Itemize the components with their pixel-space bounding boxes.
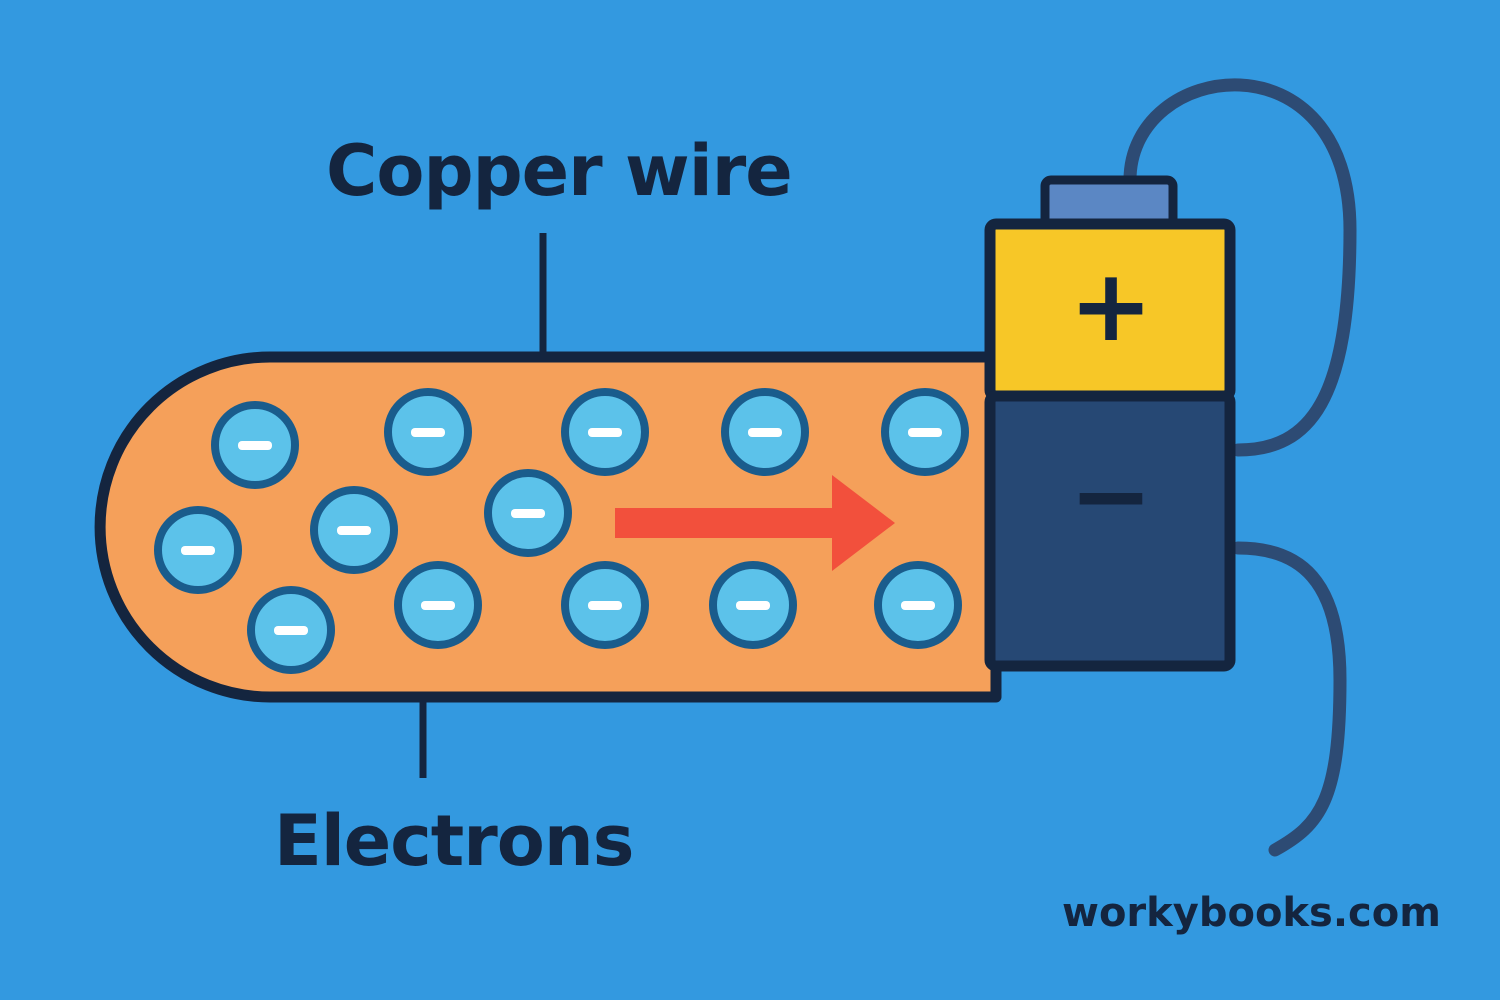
electron [310,486,398,574]
copper-wire-label: Copper wire [326,130,793,212]
electron [561,561,649,649]
electron-minus-sign [238,441,272,450]
electron [394,561,482,649]
battery-bottom-cable [1231,541,1347,857]
electron [154,506,242,594]
battery-top-cable [1123,78,1357,457]
electron-minus-sign [274,626,308,635]
electron-minus-sign [511,509,545,518]
electron-minus-sign [588,601,622,610]
electron [247,586,335,674]
electrons-label: Electrons [274,800,634,882]
electron-flow-arrow [615,475,895,571]
electron-minus-sign [908,428,942,437]
electrons-group [154,388,969,674]
battery: + − [984,175,1236,672]
electron-minus-sign [588,428,622,437]
electron [874,561,962,649]
electron [484,469,572,557]
electron-minus-sign [411,428,445,437]
battery-negative-half [984,390,1236,672]
electron-minus-sign [901,601,935,610]
battery-positive-symbol: + [1069,247,1153,364]
electron [881,388,969,476]
electron-minus-sign [421,601,455,610]
electron [561,388,649,476]
electron [211,401,299,489]
electron-minus-sign [337,526,371,535]
brand-watermark: workybooks.com [1062,890,1441,936]
battery-negative-symbol: − [1069,437,1153,554]
electron-minus-sign [748,428,782,437]
electron [384,388,472,476]
electron [721,388,809,476]
electron-minus-sign [736,601,770,610]
electron-minus-sign [181,546,215,555]
electron [709,561,797,649]
